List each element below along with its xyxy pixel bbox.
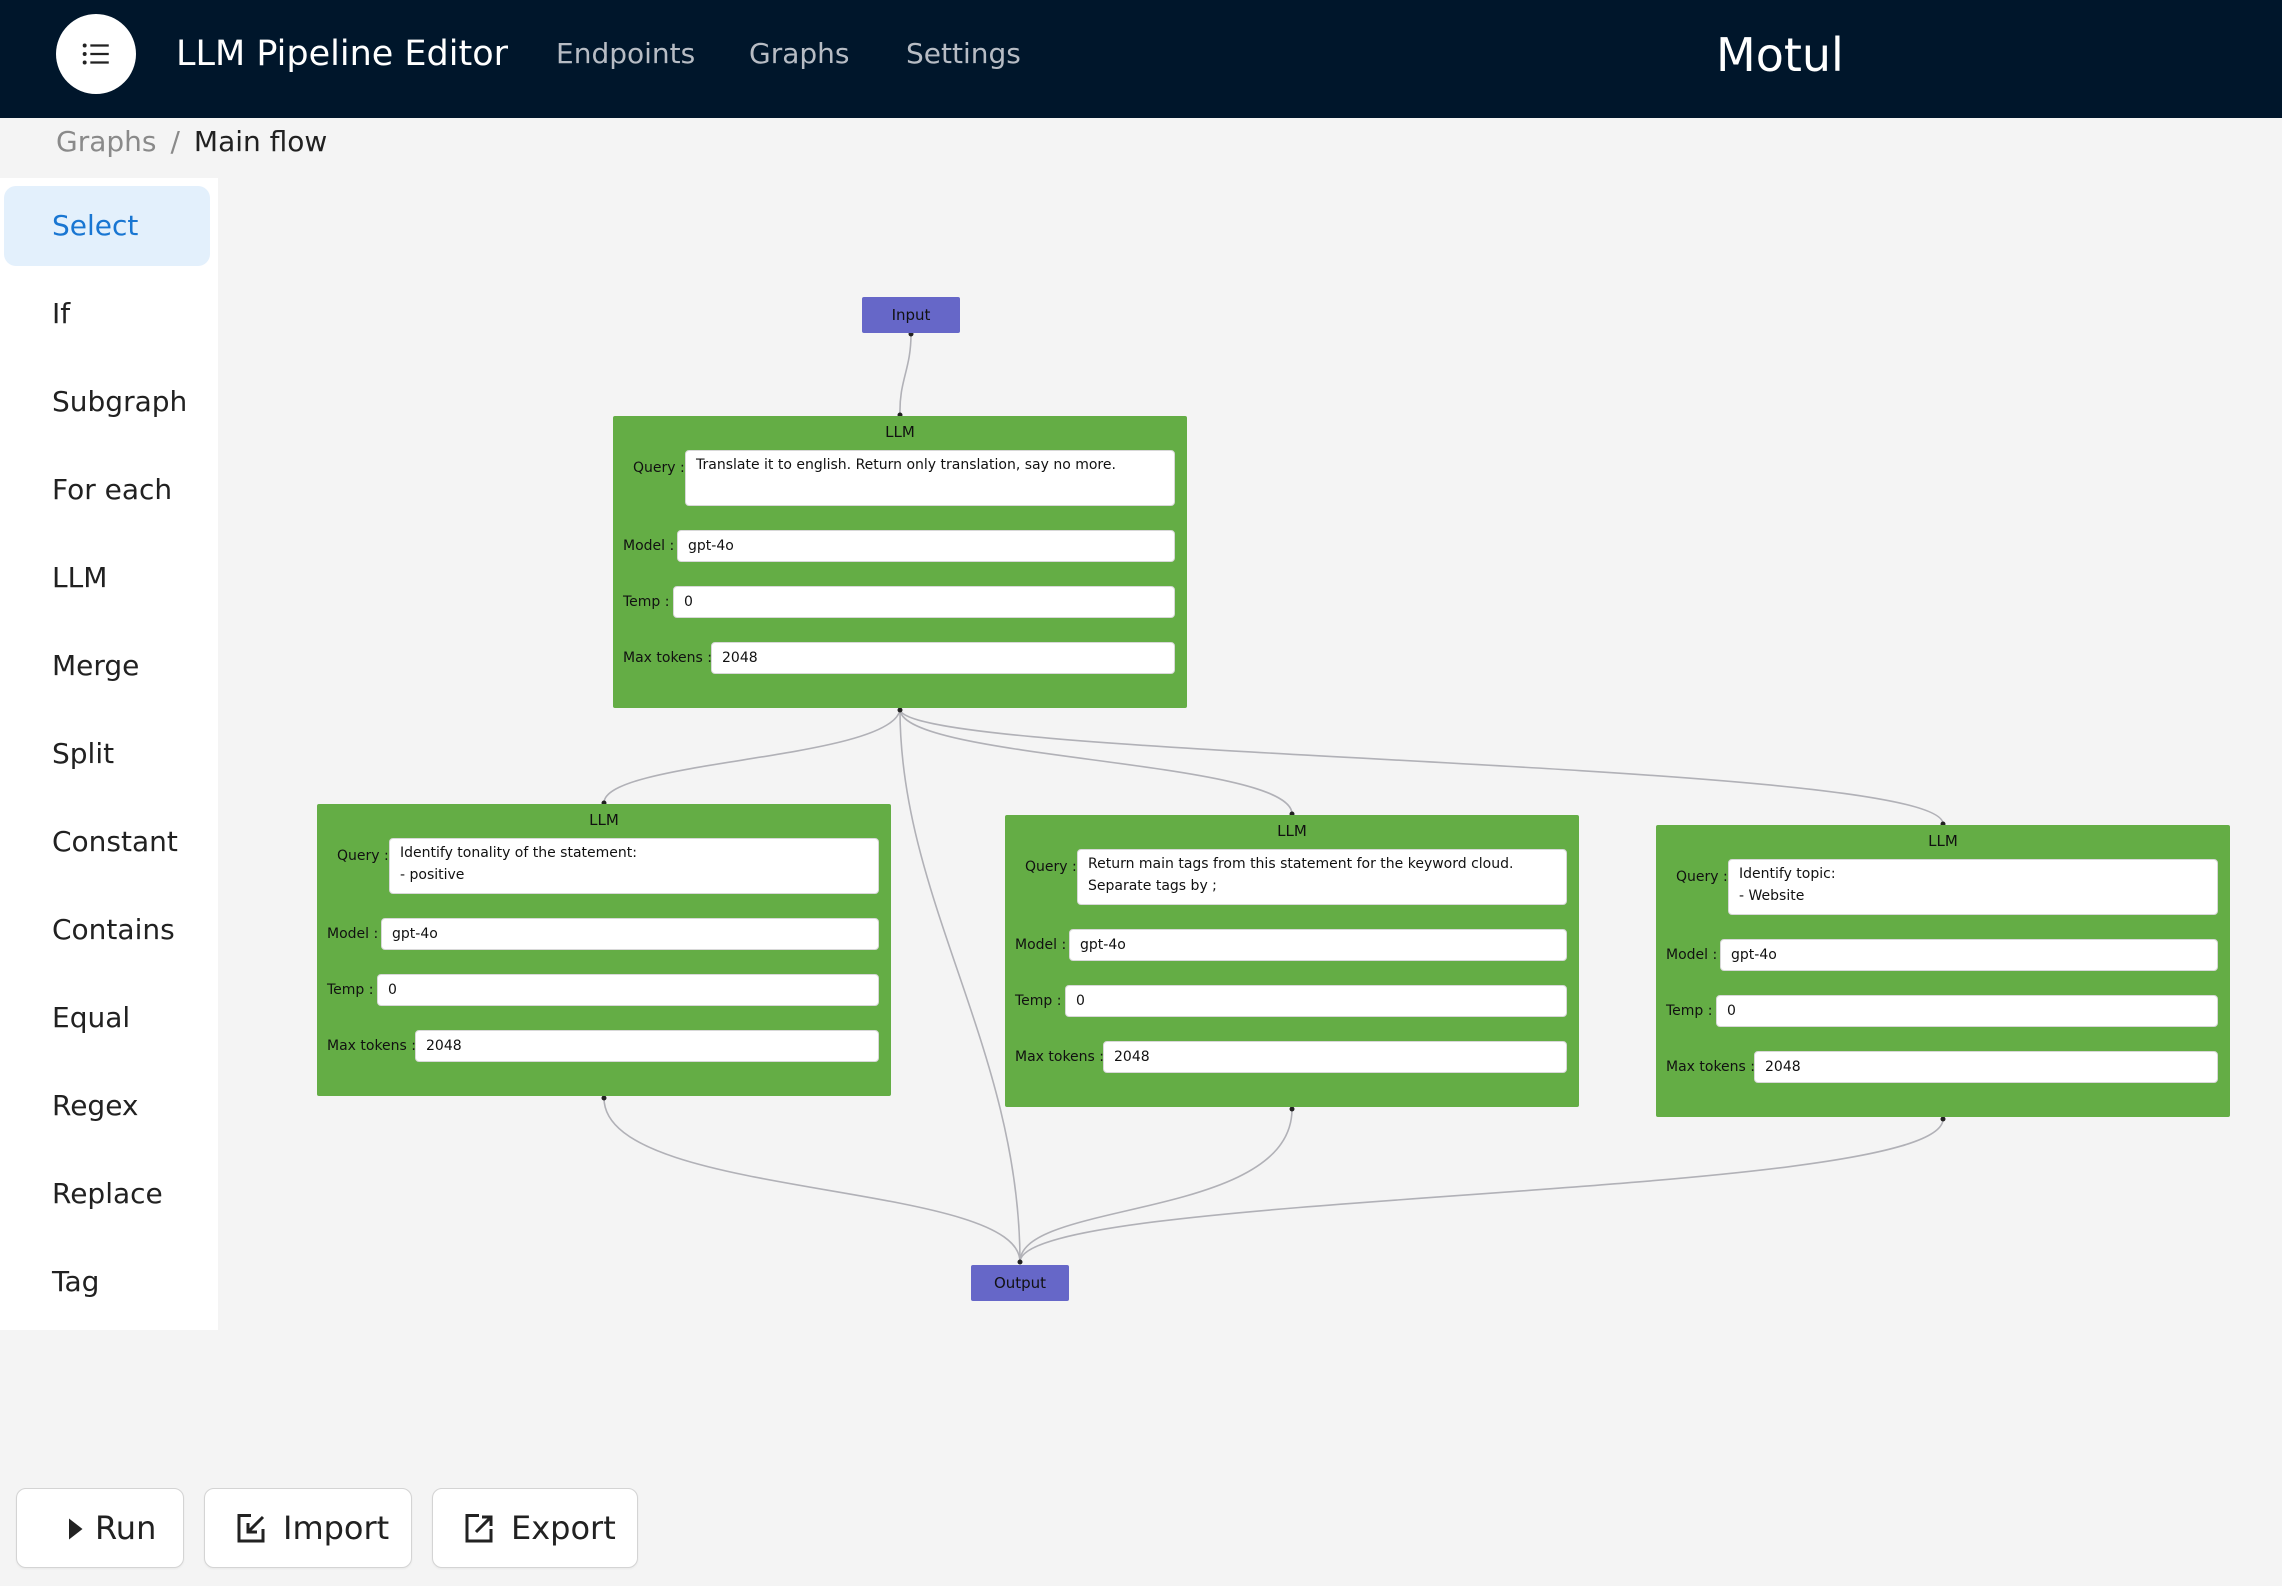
model-label: Model : <box>623 538 675 554</box>
breadcrumb-current: Main flow <box>193 125 328 158</box>
edge-tags-output <box>1019 1108 1293 1263</box>
handle-output-in[interactable] <box>1017 1259 1023 1265</box>
node-title: LLM <box>885 423 915 441</box>
palette-item-replace[interactable]: Replace <box>52 1177 163 1210</box>
model-label: Model : <box>327 926 379 942</box>
export-button-label: Export <box>511 1509 616 1547</box>
nav-graphs[interactable]: Graphs <box>749 37 850 70</box>
edge-tonality-output <box>603 1097 1021 1263</box>
llm-node-tags[interactable]: LLM Query : Return main tags from this s… <box>1005 815 1579 1107</box>
play-icon <box>69 1518 83 1540</box>
temp-input[interactable]: 0 <box>1065 985 1567 1017</box>
temp-input[interactable]: 0 <box>1716 995 2218 1027</box>
palette-item-subgraph[interactable]: Subgraph <box>52 385 188 418</box>
model-input[interactable]: gpt-4o <box>677 530 1175 562</box>
palette-item-contains[interactable]: Contains <box>52 913 175 946</box>
import-icon <box>237 1514 265 1543</box>
breadcrumb-graphs-link[interactable]: Graphs <box>56 125 157 158</box>
model-input[interactable]: gpt-4o <box>1720 939 2218 971</box>
app-title: LLM Pipeline Editor <box>176 34 509 74</box>
temp-input[interactable]: 0 <box>673 586 1175 618</box>
breadcrumb: Graphs / Main flow <box>56 122 327 162</box>
query-textarea[interactable]: Translate it to english. Return only tra… <box>685 450 1175 506</box>
input-node[interactable]: Input <box>862 297 960 333</box>
handle-llm-out[interactable] <box>897 707 903 713</box>
run-button[interactable]: Run <box>16 1488 184 1568</box>
breadcrumb-separator: / <box>170 125 180 158</box>
palette-item-split[interactable]: Split <box>52 737 115 770</box>
max-tokens-input[interactable]: 2048 <box>415 1030 879 1062</box>
llm-node-tonality[interactable]: LLM Query : Identify tonality of the sta… <box>317 804 891 1096</box>
temp-label: Temp : <box>1666 1003 1713 1019</box>
temp-label: Temp : <box>623 594 670 610</box>
query-textarea[interactable]: Identify topic: - Website <box>1728 859 2218 915</box>
query-label: Query : <box>633 460 685 476</box>
query-label: Query : <box>1676 869 1728 885</box>
max-tokens-input[interactable]: 2048 <box>1103 1041 1567 1073</box>
query-textarea[interactable]: Identify tonality of the statement: - po… <box>389 838 879 894</box>
menu-button[interactable] <box>56 14 136 94</box>
model-label: Model : <box>1015 937 1067 953</box>
max-tokens-label: Max tokens : <box>1015 1049 1105 1065</box>
export-button[interactable]: Export <box>432 1488 638 1568</box>
max-tokens-input[interactable]: 2048 <box>1754 1051 2218 1083</box>
max-tokens-input[interactable]: 2048 <box>711 642 1175 674</box>
edge-llm-tonality <box>603 709 901 804</box>
import-button[interactable]: Import <box>204 1488 412 1568</box>
palette-item-tag[interactable]: Tag <box>52 1265 100 1298</box>
list-menu-icon <box>82 43 109 65</box>
export-icon <box>465 1514 493 1543</box>
palette-item-select[interactable]: Select <box>4 186 210 266</box>
handle-tonality-out[interactable] <box>601 1095 607 1101</box>
temp-label: Temp : <box>1015 993 1062 1009</box>
palette-item-constant[interactable]: Constant <box>52 825 178 858</box>
node-palette: Select If Subgraph For each LLM Merge Sp… <box>0 178 218 1330</box>
edge-input-llm <box>899 333 912 416</box>
handle-topic-out[interactable] <box>1940 1116 1946 1122</box>
model-input[interactable]: gpt-4o <box>381 918 879 950</box>
max-tokens-label: Max tokens : <box>623 650 713 666</box>
palette-item-llm[interactable]: LLM <box>52 561 108 594</box>
max-tokens-label: Max tokens : <box>327 1038 417 1054</box>
query-label: Query : <box>337 848 389 864</box>
llm-node-translate[interactable]: LLM Query : Translate it to english. Ret… <box>613 416 1187 708</box>
palette-item-for-each[interactable]: For each <box>52 473 173 506</box>
edge-llm-topic <box>899 709 1944 825</box>
model-label: Model : <box>1666 947 1718 963</box>
query-textarea[interactable]: Return main tags from this statement for… <box>1077 849 1567 905</box>
nav-endpoints[interactable]: Endpoints <box>556 37 696 70</box>
edge-llm-tags <box>899 709 1293 815</box>
model-input[interactable]: gpt-4o <box>1069 929 1567 961</box>
llm-node-topic[interactable]: LLM Query : Identify topic: - Website Mo… <box>1656 825 2230 1117</box>
max-tokens-label: Max tokens : <box>1666 1059 1756 1075</box>
node-title: LLM <box>1928 832 1958 850</box>
import-button-label: Import <box>283 1509 390 1547</box>
palette-item-regex[interactable]: Regex <box>52 1089 139 1122</box>
palette-item-equal[interactable]: Equal <box>52 1001 131 1034</box>
query-label: Query : <box>1025 859 1077 875</box>
temp-label: Temp : <box>327 982 374 998</box>
temp-input[interactable]: 0 <box>377 974 879 1006</box>
palette-item-if[interactable]: If <box>52 297 71 330</box>
edge-topic-output <box>1019 1118 1944 1263</box>
edge-llm-output <box>899 709 1021 1263</box>
brand-logo-text: Motul <box>1716 28 1844 82</box>
nav-settings[interactable]: Settings <box>906 37 1021 70</box>
handle-tags-out[interactable] <box>1289 1106 1295 1112</box>
output-node[interactable]: Output <box>971 1265 1069 1301</box>
palette-item-merge[interactable]: Merge <box>52 649 140 682</box>
top-app-bar: LLM Pipeline Editor Endpoints Graphs Set… <box>0 0 2282 118</box>
node-title: LLM <box>1277 822 1307 840</box>
node-title: LLM <box>589 811 619 829</box>
run-button-label: Run <box>95 1509 157 1547</box>
